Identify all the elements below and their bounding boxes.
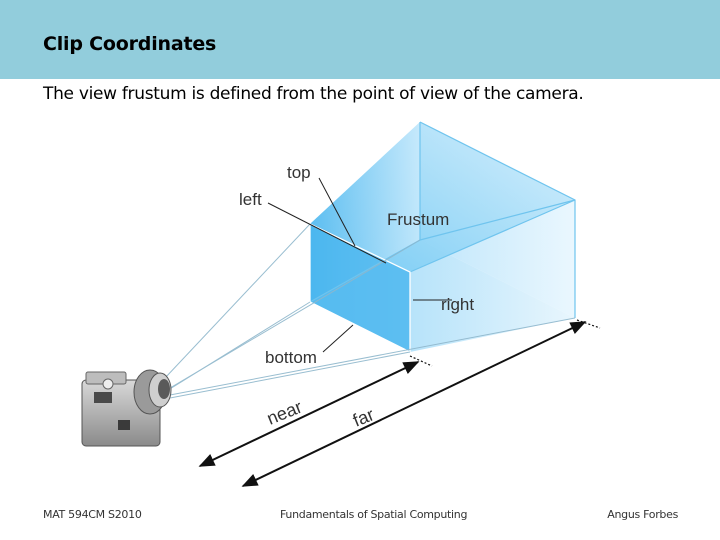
near-tick [409, 355, 433, 367]
camera-icon [81, 369, 172, 447]
frustum-edges [309, 121, 576, 318]
far-distance-arrow [241, 321, 587, 487]
far-tick [576, 319, 601, 329]
label-right: right [441, 295, 474, 314]
footer-topic: Fundamentals of Spatial Computing [280, 508, 468, 521]
footer-author: Angus Forbes [607, 508, 678, 521]
label-frustum: Frustum [387, 210, 449, 229]
slide-title: Clip Coordinates [43, 33, 217, 55]
label-far: far [350, 404, 377, 430]
footer-course: MAT 594CM S2010 [43, 508, 142, 521]
near-distance-arrow [198, 361, 420, 467]
title-bar [0, 0, 720, 79]
label-left: left [239, 190, 262, 209]
near-plane [310, 224, 410, 352]
label-top: top [287, 163, 311, 182]
label-near: near [264, 397, 305, 429]
slide-subtitle: The view frustum is defined from the poi… [43, 84, 584, 104]
label-bottom: bottom [265, 348, 317, 367]
